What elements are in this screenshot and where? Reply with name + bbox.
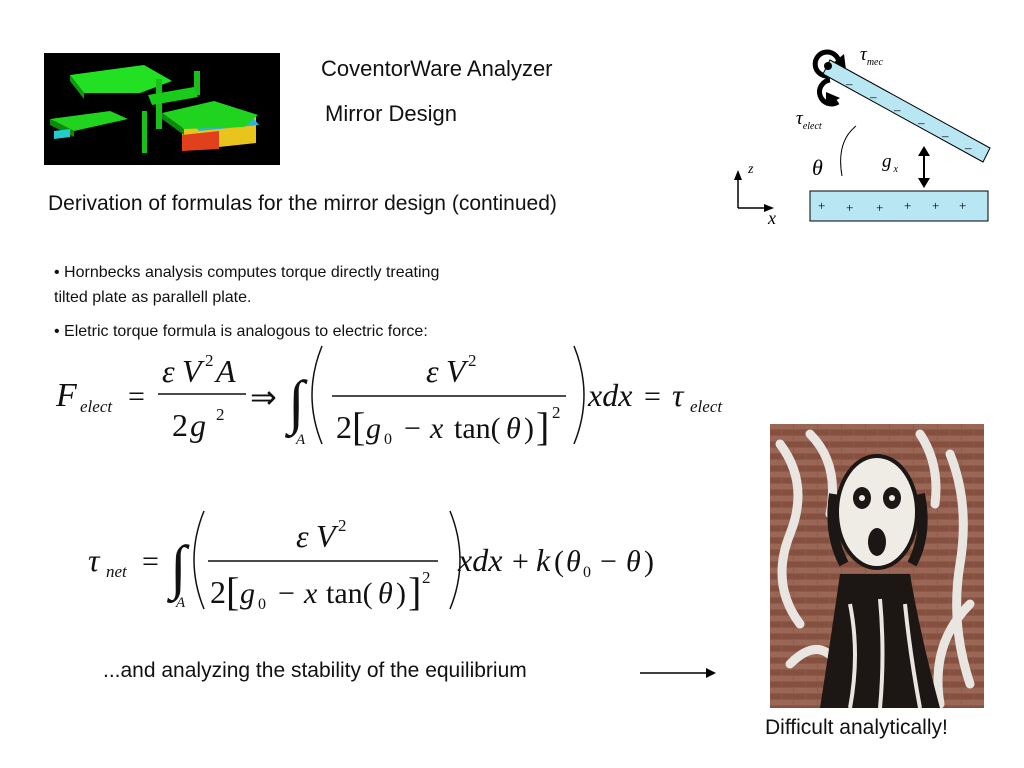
svg-text:0: 0 [384,431,392,448]
svg-text:x: x [303,577,318,610]
svg-text:]: ] [408,569,421,614]
svg-text:2: 2 [422,568,431,587]
svg-text:=: = [644,380,661,413]
svg-text:0: 0 [583,564,591,581]
theta-label: θ [812,155,823,180]
svg-text:A: A [175,595,186,611]
tau-mec-label: τmec [860,44,883,68]
bottom-electrode [809,190,989,222]
svg-text:–: – [941,128,949,143]
svg-text:⇒: ⇒ [250,379,277,415]
svg-text:=: = [128,380,145,413]
bullet-hornbeck-line-1: • Hornbecks analysis computes torque dir… [54,264,440,281]
svg-text:]: ] [536,404,549,449]
svg-text:A: A [295,432,306,448]
svg-text:ε: ε [426,353,439,389]
svg-text:–: – [845,76,853,91]
svg-text:F: F [55,377,78,414]
svg-text:g: g [240,577,255,610]
image-caption: Difficult analytically! [765,716,948,739]
svg-text:2: 2 [172,407,188,443]
tilted-mirror-plate [822,59,991,163]
svg-text:+: + [876,200,883,215]
svg-text:ε: ε [296,518,309,554]
svg-text:∫: ∫ [167,534,190,604]
section-heading: Derivation of formulas for the mirror de… [48,192,557,215]
svg-text:+: + [932,198,939,213]
svg-text:k: k [536,542,551,578]
svg-text:tan(: tan( [326,577,373,610]
svg-text:τ: τ [88,542,101,578]
svg-text:θ: θ [378,577,393,610]
svg-text:+: + [846,200,853,215]
svg-text:xdx: xdx [457,542,502,578]
svg-text:elect: elect [80,397,113,416]
svg-text:): ) [644,545,654,578]
svg-text:2: 2 [552,403,561,422]
scream-graffiti-image [770,424,984,708]
svg-text:(: ( [554,545,564,578]
bullet-torque-analogy: • Eletric torque formula is analogous to… [54,323,428,340]
svg-text:θ: θ [506,412,521,445]
svg-text:elect: elect [690,397,723,416]
svg-text:[: [ [226,569,239,614]
svg-text:[: [ [352,404,365,449]
svg-text:θ: θ [626,545,641,578]
svg-text:ε: ε [162,353,175,389]
stability-text: ...and analyzing the stability of the eq… [103,659,527,682]
svg-text:+: + [904,198,911,213]
axes-icon [734,170,774,212]
elect-torque-arrow-icon [817,77,840,107]
svg-text:V: V [316,518,339,554]
mec-torque-arrow-icon [812,49,846,79]
svg-text:–: – [869,89,877,104]
right-arrow-icon [640,668,716,678]
svg-text:xdx: xdx [587,377,632,413]
svg-text:V: V [446,353,469,389]
slide-title: CoventorWare Analyzer [321,56,553,81]
bullet-hornbeck-line-2: tilted plate as parallell plate. [54,289,252,306]
svg-text:−: − [404,412,421,445]
svg-text:+: + [818,198,825,213]
svg-text:2: 2 [468,351,477,370]
plate-minus-charges: – – – – – – [845,76,972,155]
svg-text:+: + [959,198,966,213]
svg-text:g: g [190,407,206,443]
electrode-plus-charges: + + + + + + [818,198,966,215]
axis-z-label: z [747,162,754,177]
gap-double-arrow-icon [918,146,930,188]
svg-text:τ: τ [672,377,685,413]
svg-text:2: 2 [205,351,214,370]
svg-text:2: 2 [338,516,347,535]
equation-net-torque: τ net = ∫ A ε V 2 2 [ g 0 − x tan( θ ) ]… [88,510,654,614]
svg-text:V: V [182,353,205,389]
svg-text:tan(: tan( [454,412,501,445]
svg-text:): ) [524,412,534,445]
svg-text:–: – [964,140,972,155]
svg-text:−: − [600,545,617,578]
svg-text:g: g [366,412,381,445]
axis-x-label: x [767,208,776,228]
svg-text:–: – [917,115,925,130]
slide-subtitle: Mirror Design [325,101,458,126]
svg-text:0: 0 [258,596,266,613]
coventorware-screenshot [44,53,280,165]
svg-text:+: + [512,545,529,578]
svg-text:net: net [106,562,128,581]
svg-text:): ) [396,577,406,610]
svg-text:x: x [429,412,444,445]
svg-text:−: − [278,577,295,610]
svg-text:–: – [893,102,901,117]
svg-text:=: = [142,545,159,578]
svg-text:2: 2 [210,574,226,610]
tau-elect-label: τelect [796,108,822,132]
svg-text:A: A [214,353,236,389]
svg-text:∫: ∫ [285,369,308,439]
equation-electric-force-torque: F elect = ε V 2 A 2 g 2 ⇒ ∫ A ε V 2 2 [ … [55,345,723,449]
svg-text:θ: θ [566,545,581,578]
svg-text:2: 2 [216,405,225,424]
svg-text:2: 2 [336,409,352,445]
